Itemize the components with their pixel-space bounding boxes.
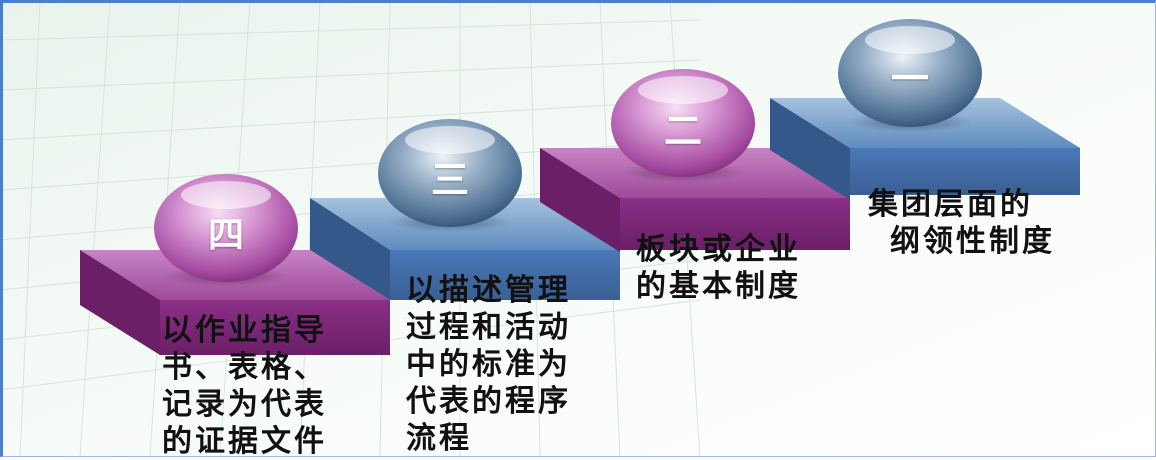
step-3-line-4: 代表的程序 <box>406 384 571 419</box>
step-4-line-1: 以作业指导 <box>162 313 327 348</box>
step-2-line-1: 板块或企业 <box>636 232 801 267</box>
step-2-line-2: 的基本制度 <box>636 269 801 304</box>
step-4-line-2: 书、表格、 <box>162 350 327 385</box>
sphere-1-highlight <box>865 26 955 54</box>
step-3-line-5: 流程 <box>406 421 472 456</box>
step-3-description: 以描述管理 过程和活动 中的标准为 代表的程序 流程 <box>406 272 571 457</box>
step-4-line-4: 的证据文件 <box>162 424 327 459</box>
step-1-description: 集团层面的 纲领性制度 <box>868 186 1055 260</box>
step-1-line-1: 集团层面的 <box>868 187 1033 222</box>
step-3-line-3: 中的标准为 <box>406 347 571 382</box>
sphere-2-numeral: 二 <box>663 108 702 153</box>
sphere-4-numeral: 四 <box>207 214 244 256</box>
step-4-description: 以作业指导 书、表格、 记录为代表 的证据文件 <box>162 312 327 460</box>
step-1-line-2: 纲领性制度 <box>890 224 1055 259</box>
step-3-line-1: 以描述管理 <box>406 273 571 308</box>
step-4-line-3: 记录为代表 <box>162 387 327 422</box>
sphere-2-highlight <box>638 76 728 104</box>
sphere-3-highlight <box>405 126 495 154</box>
step-2-description: 板块或企业 的基本制度 <box>636 231 801 305</box>
sphere-3-numeral: 三 <box>430 157 469 202</box>
step-3-line-2: 过程和活动 <box>406 310 571 345</box>
sphere-4-highlight <box>181 181 271 209</box>
sphere-1-numeral: 一 <box>890 56 929 101</box>
